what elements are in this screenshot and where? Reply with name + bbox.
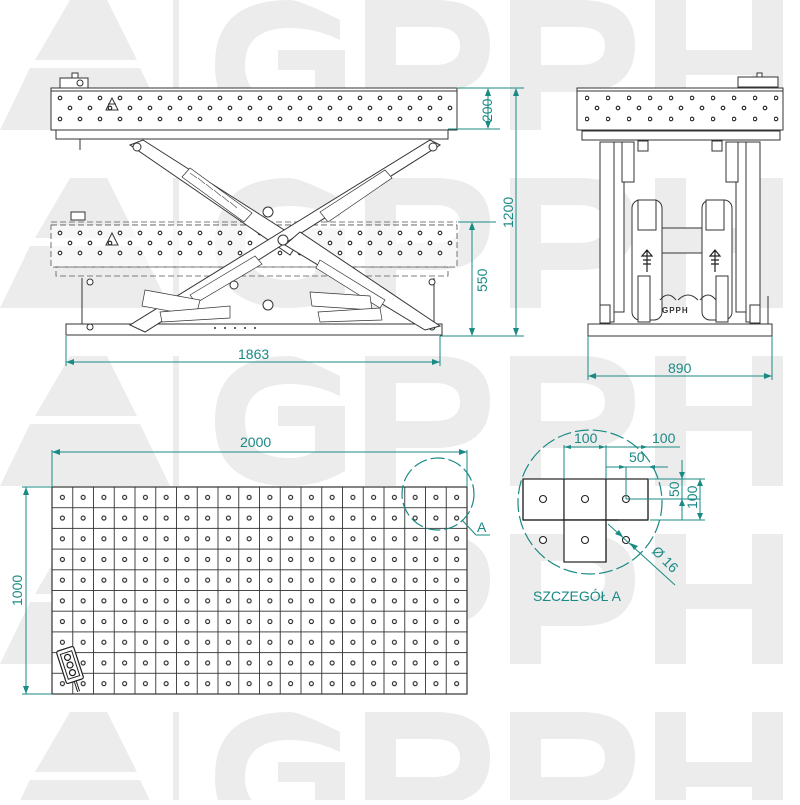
dim-plan-width: 1000 [9,575,25,606]
detail-marker: A [477,519,487,535]
dim-detail-pitch-h: 100 [574,430,598,446]
dim-width: 890 [668,360,692,376]
plan-view: A 2000 1000 [9,434,490,695]
dim-total-height: 1200 [500,197,516,228]
side-dimensions: 200 1200 550 1863 [65,87,524,366]
dim-lowered-height: 550 [474,268,490,292]
plan-dimensions: 2000 1000 [9,434,468,695]
dim-detail-offset-h: 50 [629,449,645,465]
dim-detail-edge: 100 [652,430,676,446]
front-logo: GPPH [662,306,689,315]
detail-view-a: 100 100 50 50 100 [517,429,705,604]
dim-detail-pitch-v: 100 [684,485,700,509]
dim-length: 1863 [238,346,269,362]
control-pendant-icon [56,645,84,693]
detail-dimensions: 100 100 50 50 100 [563,430,705,586]
dim-top-height: 200 [479,98,495,122]
detail-title: SZCZEGÓŁ A [533,588,622,604]
front-view: GPPH 890 [576,72,784,380]
side-view: 200 1200 550 1863 [50,72,524,366]
front-dimensions: 890 [587,336,773,380]
dim-detail-offset-v: 50 [666,481,682,497]
dim-plan-length: 2000 [240,434,271,450]
